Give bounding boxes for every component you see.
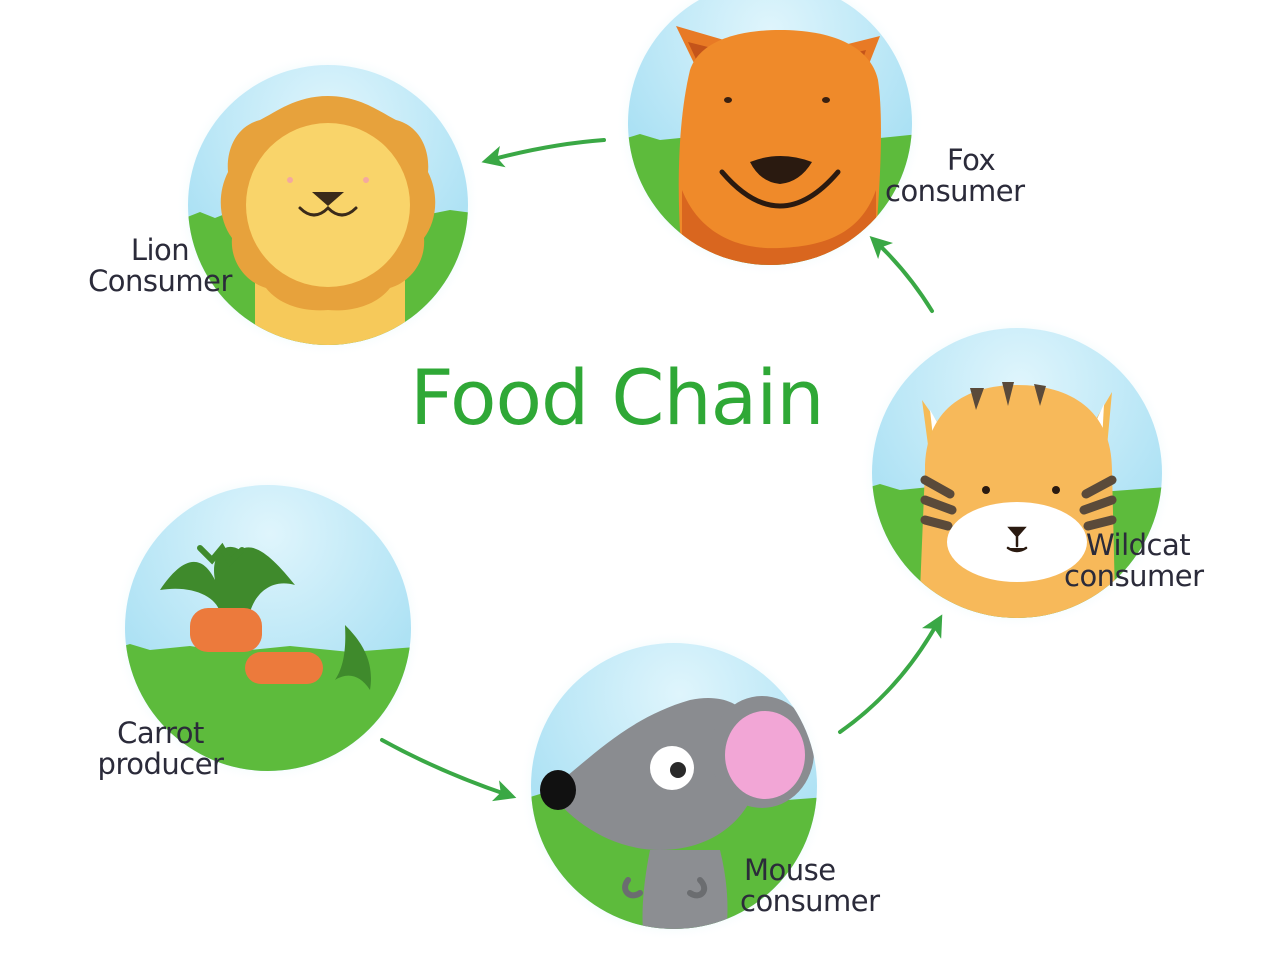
carrot-icon xyxy=(160,542,371,690)
food-chain-arrows xyxy=(380,138,943,802)
arrow-wildcat-to-fox xyxy=(869,235,934,313)
carrot-name: Carrot xyxy=(117,716,204,750)
mouse-label: Mouse consumer xyxy=(740,853,880,919)
mouse-role: consumer xyxy=(740,884,880,919)
wildcat-name: Wildcat xyxy=(1086,528,1191,562)
lion-node xyxy=(176,53,480,357)
diagram-title: Food Chain xyxy=(410,353,825,442)
carrot-role: producer xyxy=(97,747,224,782)
fox-node xyxy=(616,0,924,277)
arrow-mouse-to-wildcat xyxy=(838,614,943,734)
wildcat-label: Wildcat consumer xyxy=(1064,528,1204,594)
fox-name: Fox xyxy=(947,143,996,177)
lion-icon xyxy=(220,96,436,345)
mouse-name: Mouse xyxy=(744,853,836,887)
fox-icon xyxy=(676,26,881,265)
carrot-node xyxy=(113,473,423,783)
carrot-label: Carrot producer xyxy=(78,716,243,782)
lion-label: Lion Consumer xyxy=(85,233,235,299)
lion-role: Consumer xyxy=(88,264,232,299)
wildcat-node xyxy=(860,316,1174,630)
arrow-fox-to-lion xyxy=(481,138,606,168)
mouse-node xyxy=(519,631,829,941)
fox-label: Fox consumer xyxy=(885,143,1025,209)
arrow-carrot-to-mouse xyxy=(380,738,517,802)
mouse-icon xyxy=(540,696,814,929)
fox-role: consumer xyxy=(885,174,1025,209)
wildcat-icon xyxy=(918,382,1117,618)
lion-name: Lion xyxy=(130,233,190,267)
wildcat-role: consumer xyxy=(1064,559,1204,594)
